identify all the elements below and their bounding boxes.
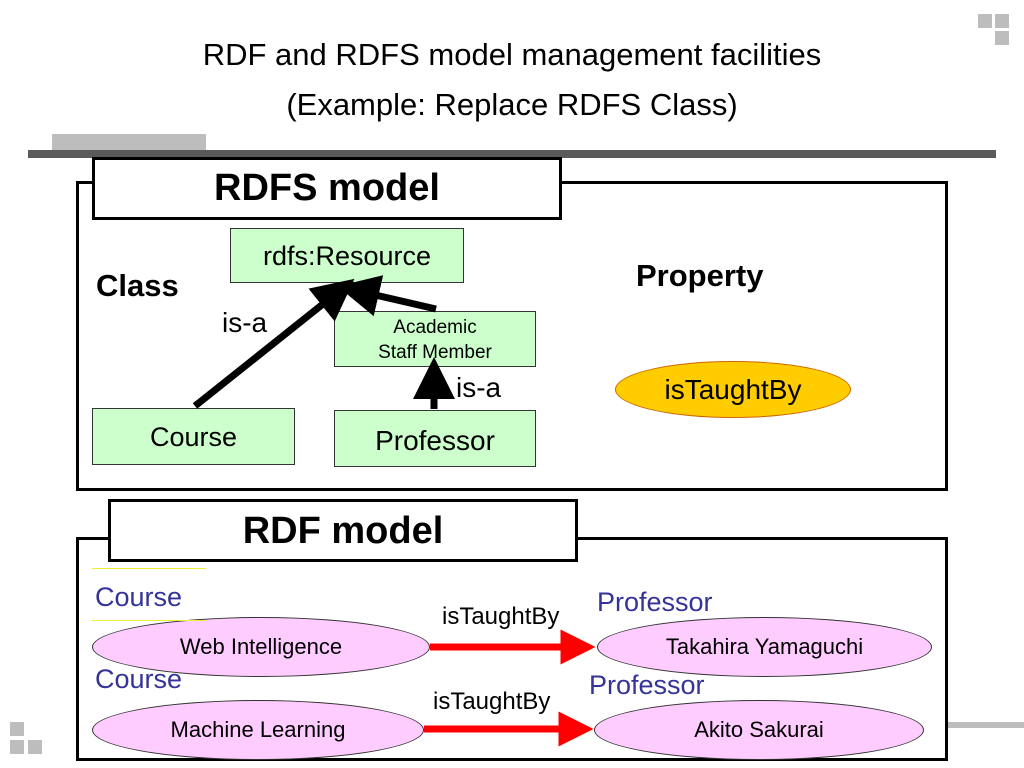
isa-label-right: is-a	[456, 372, 502, 403]
yellow-underline	[92, 620, 206, 621]
corner-decoration-top	[978, 14, 1020, 50]
deco-square	[10, 740, 24, 754]
course-type-label-1: Course	[95, 582, 183, 612]
instance-node-akito-sakurai: Akito Sakurai	[594, 700, 924, 760]
predicate-label-2: isTaughtBy	[433, 688, 551, 715]
class-node-course: Course	[92, 408, 295, 465]
rdfs-header: RDFS model	[92, 157, 562, 220]
class-label: Class	[96, 268, 179, 303]
academic-line2: Staff Member	[378, 342, 492, 363]
slide-title-line2: (Example: Replace RDFS Class)	[286, 87, 738, 122]
deco-square	[10, 722, 24, 736]
instance-node-machine-learning: Machine Learning	[92, 700, 424, 760]
property-label: Property	[636, 258, 764, 293]
professor-type-label-2: Professor	[589, 670, 705, 700]
slide-title-line1: RDF and RDFS model management facilities	[202, 37, 822, 72]
title-divider	[28, 150, 996, 158]
class-node-professor: Professor	[334, 410, 536, 467]
isa-arrow-course-to-resource	[192, 278, 355, 409]
isa-label-left: is-a	[222, 307, 268, 338]
isa-arrow-academic-to-resource	[337, 275, 437, 317]
title-accent-bar	[52, 134, 206, 150]
academic-line1: Academic	[393, 317, 477, 338]
deco-square	[978, 14, 992, 28]
deco-square	[28, 740, 42, 754]
deco-square	[995, 31, 1009, 45]
property-node-istaughtby: isTaughtBy	[615, 361, 851, 418]
yellow-underline	[92, 568, 206, 569]
deco-square	[995, 14, 1009, 28]
instance-node-takahira-yamaguchi: Takahira Yamaguchi	[597, 617, 932, 677]
predicate-label-1: isTaughtBy	[442, 603, 560, 630]
class-node-rdfs-resource: rdfs:Resource	[230, 228, 464, 283]
instance-node-web-intelligence: Web Intelligence	[92, 617, 430, 677]
bottom-accent-bar	[948, 722, 1024, 728]
course-type-label-2: Course	[95, 664, 183, 694]
rdf-header: RDF model	[108, 499, 578, 562]
professor-type-label-1: Professor	[597, 587, 713, 617]
